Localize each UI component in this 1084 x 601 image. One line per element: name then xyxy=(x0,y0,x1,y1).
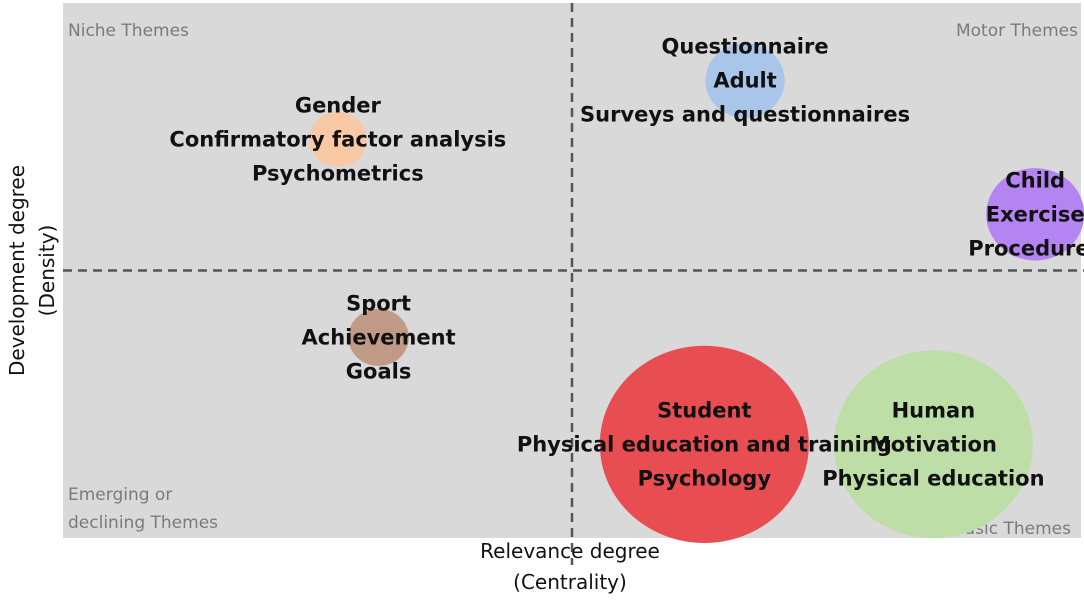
cluster-bubble-gender xyxy=(309,112,367,167)
cluster-label-questionnaire: Questionnaire xyxy=(662,35,829,59)
cluster-label-gender: Confirmatory factor analysis xyxy=(169,127,506,151)
x-axis-title: Relevance degree xyxy=(480,539,660,563)
cluster-bubble-child xyxy=(986,168,1084,261)
cluster-label-gender: Gender xyxy=(295,93,382,117)
quadrant-label-emerging: declining Themes xyxy=(68,513,218,533)
cluster-label-sport: Achievement xyxy=(302,325,456,349)
cluster-label-gender: Psychometrics xyxy=(252,161,424,185)
quadrant-label-emerging: Emerging or xyxy=(68,485,172,505)
x-axis-title: (Centrality) xyxy=(513,570,627,594)
cluster-label-student: Physical education and training xyxy=(517,432,892,456)
y-axis-title: (Density) xyxy=(35,225,59,317)
cluster-label-child: Child xyxy=(1005,168,1065,192)
cluster-bubble-student xyxy=(599,345,809,543)
cluster-bubble-sport xyxy=(348,308,409,366)
cluster-label-student: Student xyxy=(657,398,751,422)
y-axis-title-group: Development degree(Density) xyxy=(5,165,59,376)
cluster-label-questionnaire: Adult xyxy=(713,69,776,93)
quadrant-label-niche: Niche Themes xyxy=(68,21,189,41)
cluster-bubble-questionnaire xyxy=(705,43,785,118)
cluster-bubble-human xyxy=(833,350,1033,539)
cluster-label-questionnaire: Surveys and questionnaires xyxy=(580,103,910,127)
cluster-label-child: Exercise xyxy=(986,202,1084,226)
quadrant-label-motor: Motor Themes xyxy=(956,21,1078,41)
cluster-label-child: Procedures xyxy=(968,236,1084,260)
cluster-label-student: Psychology xyxy=(638,466,772,490)
y-axis-title: Development degree xyxy=(5,165,29,376)
cluster-label-sport: Sport xyxy=(346,291,411,315)
cluster-label-human: Human xyxy=(892,398,976,422)
cluster-label-sport: Goals xyxy=(346,359,412,383)
cluster-label-human: Physical education xyxy=(822,466,1044,490)
cluster-label-human: Motivation xyxy=(870,432,997,456)
